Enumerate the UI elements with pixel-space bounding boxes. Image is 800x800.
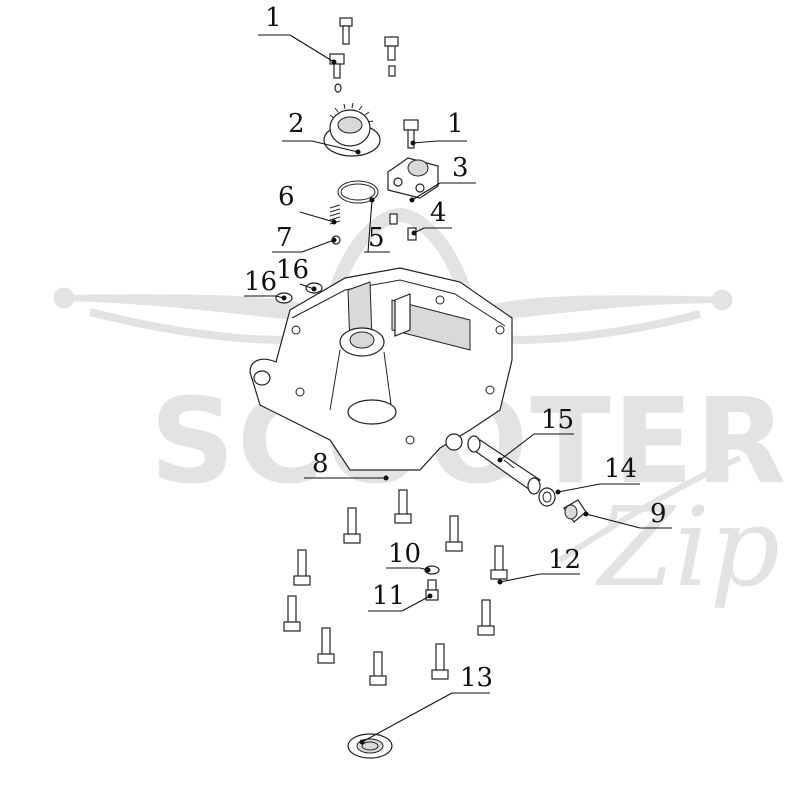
callout-number: 6: [278, 182, 295, 212]
callout-5: 5: [364, 197, 390, 253]
callout-number: 14: [604, 454, 637, 484]
callout-number: 9: [650, 499, 667, 529]
callout-number: 7: [276, 223, 293, 253]
lower-bolts: [283, 489, 508, 686]
callout-16b: 16: [276, 255, 317, 292]
callout-6: 6: [278, 182, 337, 225]
callout-number: 12: [548, 545, 581, 575]
crankcase-cover: [249, 267, 513, 471]
callout-number: 1: [447, 109, 464, 139]
shaft: [466, 435, 541, 495]
callout-number: 15: [541, 405, 574, 435]
callout-13: 13: [359, 663, 493, 745]
callout-number: 11: [372, 581, 405, 611]
oil-pump-body: [387, 157, 439, 199]
callout-number: 16: [244, 267, 277, 297]
callout-number: 4: [430, 198, 447, 228]
callout-number: 3: [452, 153, 469, 183]
callout-number: 13: [460, 663, 493, 693]
callout-number: 5: [368, 223, 385, 253]
callout-number: 10: [388, 539, 421, 569]
callout-8: 8: [304, 449, 389, 481]
callout-11: 11: [368, 581, 433, 612]
callout-3: 3: [409, 153, 476, 203]
callout-16a: 16: [244, 267, 287, 301]
callout-9: 9: [583, 499, 672, 529]
shaft-seal: [538, 487, 556, 507]
callout-4: 4: [411, 198, 452, 236]
callout-12: 12: [497, 545, 581, 585]
watermark-swoosh: [558, 455, 742, 563]
drain-plug: [563, 499, 587, 523]
callout-1a: 1: [258, 3, 337, 65]
oil-pump-gear: [323, 102, 381, 157]
callout-10: 10: [386, 539, 431, 573]
top-bolt-left: [329, 17, 353, 93]
callout-14: 14: [555, 454, 640, 495]
o-ring: [337, 180, 379, 204]
callout-number: 2: [288, 109, 305, 139]
callout-1b: 1: [410, 109, 467, 146]
pump-bolt: [403, 119, 419, 149]
top-bolt-right: [384, 36, 399, 77]
callout-15: 15: [497, 405, 574, 463]
watermark-script-text: Zip: [595, 483, 780, 611]
callout-number: 16: [276, 255, 309, 285]
callout-7: 7: [272, 223, 337, 253]
callout-number: 8: [312, 449, 329, 479]
callout-2: 2: [282, 109, 361, 155]
callout-number: 1: [265, 3, 282, 33]
